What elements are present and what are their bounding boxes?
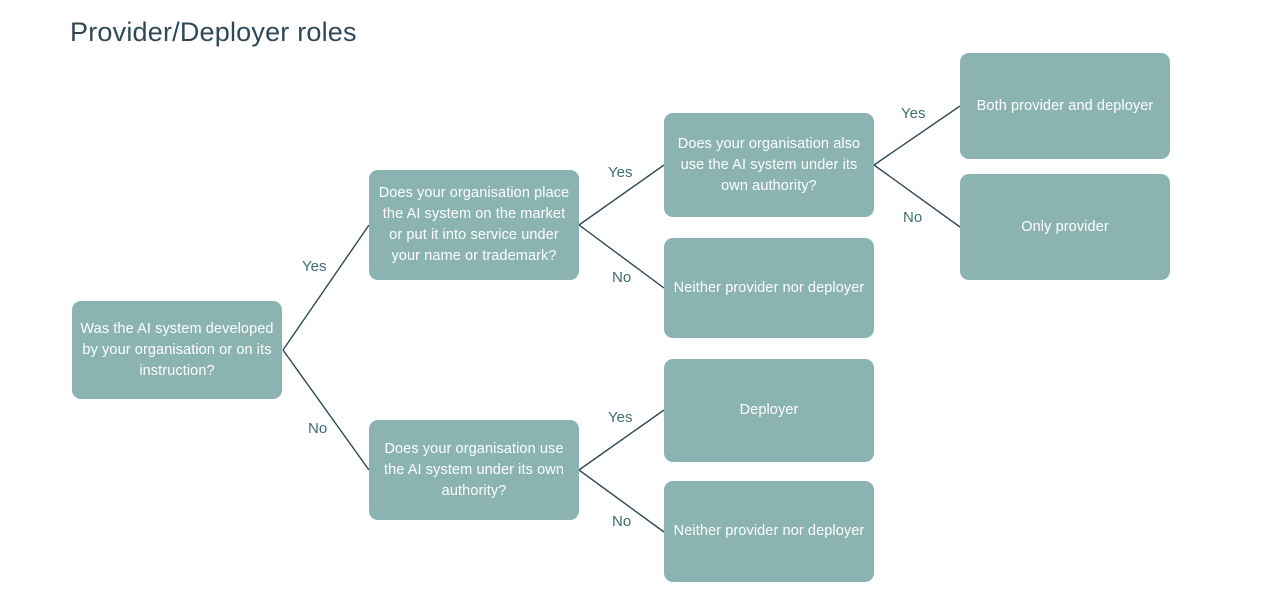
edge-label-q3-yes: Yes [901, 105, 926, 122]
node-label: Does your organisation use the AI system… [383, 440, 564, 499]
node-q1-developed-by-org[interactable]: Was the AI system developed by your orga… [72, 301, 282, 399]
edge-label-q4-yes: Yes [608, 409, 633, 426]
edge-label-q2-yes: Yes [608, 164, 633, 181]
page-title: Provider/Deployer roles [70, 17, 357, 47]
edge-label-q2-no: No [612, 269, 632, 286]
node-q2-place-on-market[interactable]: Does your organisation place the AI syst… [369, 170, 579, 280]
edge-q1-no [282, 349, 370, 471]
edge-label-q4-no: No [612, 513, 632, 530]
node-label: Both provider and deployer [976, 97, 1154, 114]
node-label: Neither provider nor deployer [673, 279, 865, 296]
node-label: Only provider [1021, 218, 1109, 235]
node-label: Was the AI system developed by your orga… [80, 320, 274, 379]
node-label: Neither provider nor deployer [673, 523, 865, 539]
node-q4-use-under-own-authority[interactable]: Does your organisation use the AI system… [369, 420, 579, 520]
edge-q1-yes [282, 224, 370, 351]
node-outcome-neither-provider-nor-deployer-lower[interactable]: Neither provider nor deployer [664, 481, 874, 582]
node-outcome-neither-provider-nor-deployer-upper[interactable]: Neither provider nor deployer [664, 238, 874, 338]
edge-label-q1-yes: Yes [302, 258, 327, 275]
edge-label-q3-no: No [903, 209, 923, 226]
edge-label-q1-no: No [308, 420, 328, 437]
node-label: Deployer [739, 402, 799, 418]
node-q3-also-use-under-own-authority[interactable]: Does your organisation also use the AI s… [664, 113, 874, 217]
node-outcome-deployer[interactable]: Deployer [664, 359, 874, 462]
node-label: Does your organisation place the AI syst… [378, 185, 570, 264]
node-outcome-both-provider-and-deployer[interactable]: Both provider and deployer [960, 53, 1170, 159]
node-label: Does your organisation also use the AI s… [677, 135, 861, 194]
node-outcome-only-provider[interactable]: Only provider [960, 174, 1170, 280]
